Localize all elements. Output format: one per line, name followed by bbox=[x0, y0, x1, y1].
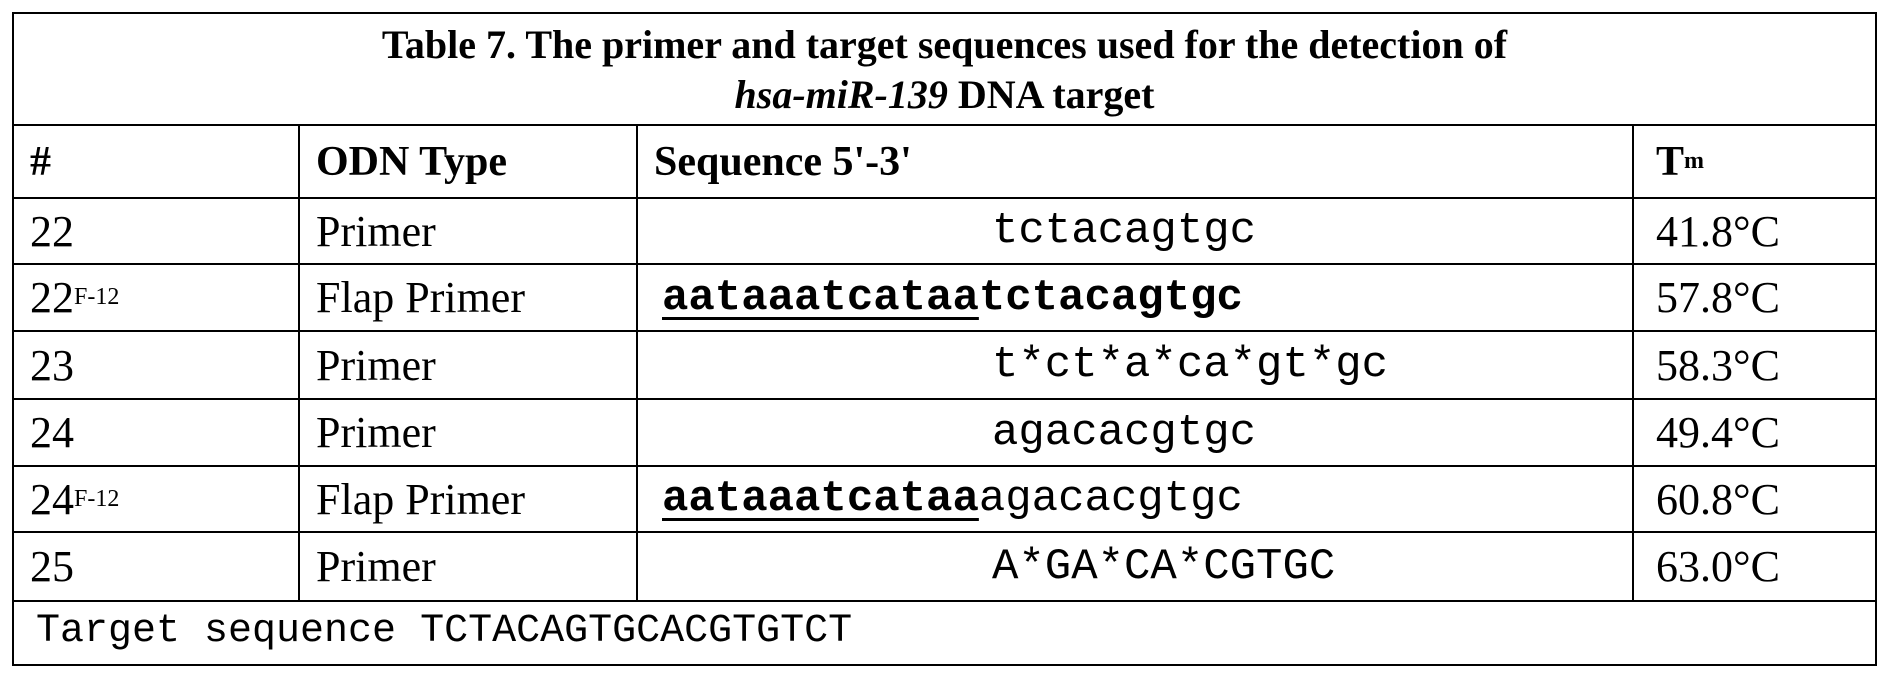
title-line-1: Table 7. The primer and target sequences… bbox=[14, 20, 1875, 70]
primer-table: Table 7. The primer and target sequences… bbox=[12, 12, 1877, 666]
sequence: tctacagtgc bbox=[638, 199, 1634, 263]
num-value: 22 bbox=[30, 272, 74, 323]
table-row: 23 Primer t*ct*a*ca*gt*gc 58.3°C bbox=[14, 332, 1875, 400]
tm-value: 60.8°C bbox=[1634, 467, 1875, 531]
num-value: 22 bbox=[30, 206, 74, 257]
table-title: Table 7. The primer and target sequences… bbox=[14, 14, 1875, 126]
num-subscript: F-12 bbox=[74, 486, 119, 513]
table-row: 22F-12Flap Primeraataaatcataatctacagtgc5… bbox=[14, 265, 1875, 332]
sequence: t*ct*a*ca*gt*gc bbox=[638, 332, 1634, 398]
odn-type: Primer bbox=[300, 199, 638, 263]
primer-sequence: agacacgtgc bbox=[992, 408, 1256, 458]
tm-value: 57.8°C bbox=[1634, 265, 1875, 330]
tm-value: 58.3°C bbox=[1634, 332, 1875, 398]
row-num: 22 bbox=[14, 199, 300, 263]
sequence: A*GA*CA*CGTGC bbox=[638, 533, 1634, 600]
num-subscript: F-12 bbox=[74, 284, 119, 311]
tm-value: 63.0°C bbox=[1634, 533, 1875, 600]
odn-type: Primer bbox=[300, 533, 638, 600]
header-type: ODN Type bbox=[300, 126, 638, 197]
header-row: # ODN Type Sequence 5'-3' Tm bbox=[14, 126, 1875, 199]
target-sequence: Target sequence TCTACAGTGCACGTGTCT bbox=[14, 598, 1875, 664]
odn-type: Primer bbox=[300, 332, 638, 398]
num-value: 24 bbox=[30, 474, 74, 525]
sequence: aataaatcataaagacacgtgc bbox=[638, 467, 1634, 531]
header-tm: Tm bbox=[1634, 126, 1875, 197]
tm-subscript: m bbox=[1684, 148, 1704, 175]
row-num: 22F-12 bbox=[14, 265, 300, 330]
header-sequence: Sequence 5'-3' bbox=[638, 126, 1634, 197]
row-num: 24 F-12 bbox=[14, 467, 300, 531]
title-line-2-rest: DNA target bbox=[948, 72, 1155, 117]
num-value: 23 bbox=[30, 340, 74, 391]
mirna-name: hsa-miR-139 bbox=[735, 72, 948, 117]
row-num: 23 bbox=[14, 332, 300, 398]
odn-type: Flap Primer bbox=[300, 265, 638, 330]
table-row: 24 F-12Flap Primeraataaatcataaagacacgtgc… bbox=[14, 467, 1875, 533]
sequence: aataaatcataatctacagtgc bbox=[638, 265, 1634, 330]
tm-value: 41.8°C bbox=[1634, 199, 1875, 263]
primer-sequence: tctacagtgc bbox=[979, 273, 1243, 323]
table-row: 25 Primer A*GA*CA*CGTGC 63.0°C bbox=[14, 533, 1875, 602]
odn-type: Flap Primer bbox=[300, 467, 638, 531]
num-value: 24 bbox=[30, 407, 74, 458]
primer-sequence: tctacagtgc bbox=[992, 206, 1256, 256]
sequence: agacacgtgc bbox=[638, 400, 1634, 465]
primer-sequence: A*GA*CA*CGTGC bbox=[992, 542, 1335, 592]
primer-sequence: agacacgtgc bbox=[979, 474, 1243, 524]
flap-sequence: aataaatcataa bbox=[662, 273, 979, 323]
row-num: 25 bbox=[14, 533, 300, 600]
table-row: 24 Primer agacacgtgc 49.4°C bbox=[14, 400, 1875, 467]
primer-sequence: t*ct*a*ca*gt*gc bbox=[992, 340, 1388, 390]
tm-label: T bbox=[1656, 138, 1684, 186]
tm-value: 49.4°C bbox=[1634, 400, 1875, 465]
title-line-2: hsa-miR-139 DNA target bbox=[14, 70, 1875, 120]
row-num: 24 bbox=[14, 400, 300, 465]
odn-type: Primer bbox=[300, 400, 638, 465]
flap-sequence: aataaatcataa bbox=[662, 474, 979, 524]
table-row: 22 Primer tctacagtgc 41.8°C bbox=[14, 199, 1875, 265]
header-num: # bbox=[14, 126, 300, 197]
num-value: 25 bbox=[30, 541, 74, 592]
